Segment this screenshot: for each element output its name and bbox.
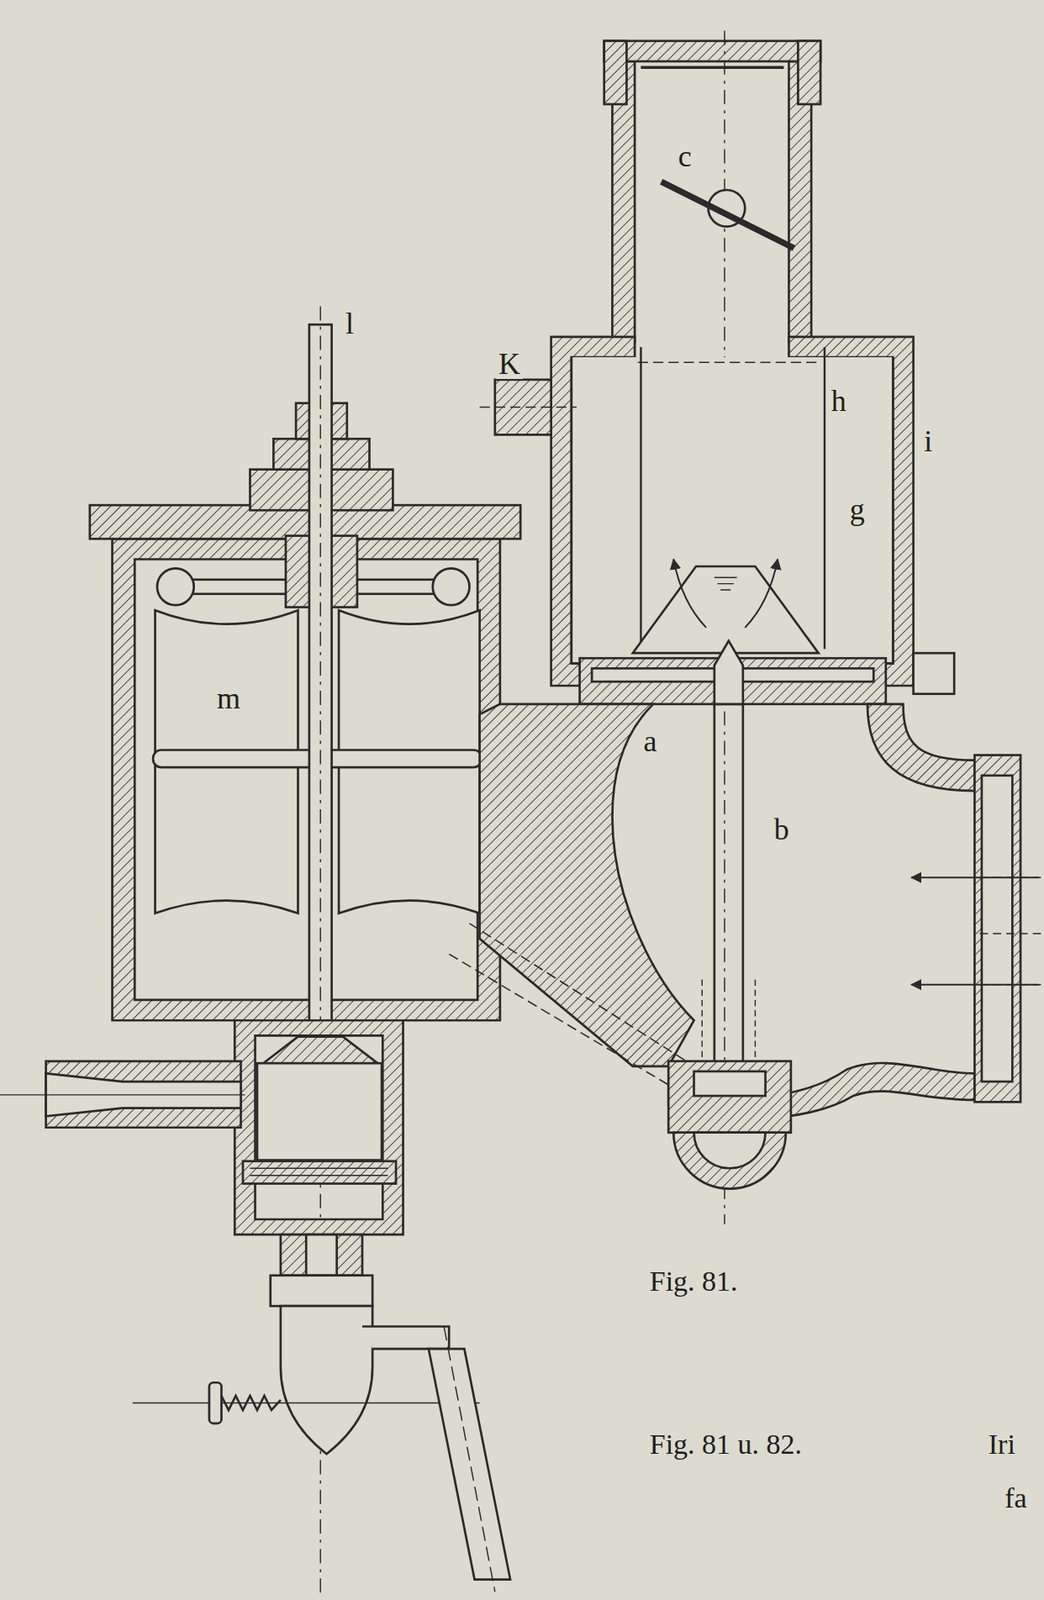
drawing-stroke (673, 1133, 786, 1190)
drawing-stroke (632, 566, 819, 654)
figure-caption: Fig. 81. (647, 1267, 741, 1297)
part-letter: a (640, 726, 660, 757)
drawing-stroke (694, 1133, 766, 1169)
drawing-stroke (571, 357, 893, 664)
tube-wall (639, 347, 642, 649)
drawing-stroke (249, 1168, 388, 1176)
part-letter: h (828, 385, 849, 417)
drawing-stroke (234, 1020, 403, 1235)
drawing-stroke (263, 1037, 378, 1065)
float-chamber (0, 305, 521, 1598)
drawing-stroke (432, 568, 470, 606)
drawing-stroke (913, 653, 955, 695)
drawing-stroke (981, 775, 1013, 1082)
drawing-stroke (661, 181, 795, 248)
drawing-stroke (668, 1061, 791, 1134)
drawing-stroke (640, 65, 784, 69)
drawing-stroke (209, 1382, 222, 1424)
figure-caption: Fig. 81 u. 82. (647, 1430, 805, 1460)
part-letter: b (771, 814, 792, 845)
drawing-stroke (714, 641, 744, 705)
carburetor-body (448, 31, 1041, 1225)
drawing-stroke (911, 876, 1039, 879)
drawing-stroke (797, 41, 821, 105)
drawing (0, 31, 1041, 1598)
part-letter: K (495, 348, 523, 380)
drawing-stroke (744, 558, 778, 628)
drawing-stroke (280, 1234, 363, 1276)
part-letter: l (342, 308, 357, 339)
drawing-stroke (428, 1349, 511, 1580)
part-letter: g (847, 494, 868, 525)
drawing-stroke (0, 1094, 245, 1096)
drawing-stroke (694, 1071, 766, 1097)
part-letter: i (921, 426, 935, 457)
drawing-stroke (974, 755, 1021, 1103)
drawing-stroke (980, 877, 1042, 985)
drawing-stroke (571, 357, 893, 664)
drawing-stroke (132, 1402, 480, 1404)
drawing-stroke (242, 1161, 396, 1185)
figure-caption: Iri (986, 1430, 1018, 1460)
part-letter: m (214, 683, 243, 714)
drawing-stroke (443, 1326, 496, 1593)
drawing-stroke (362, 1326, 449, 1350)
drawing-stroke (305, 1234, 337, 1276)
drawing-stroke (221, 1396, 280, 1411)
drawing-stroke (157, 568, 195, 606)
drawing-stroke (911, 984, 1039, 986)
drawing-stroke (280, 1306, 373, 1455)
drawing-stroke (479, 406, 577, 408)
drawing-stroke (270, 1276, 373, 1307)
drawing-stroke (479, 704, 695, 1067)
drawing-stroke (701, 980, 755, 1062)
drawing-stroke (257, 1063, 382, 1160)
part-letter: c (675, 141, 695, 172)
figure-caption: fa (1001, 1484, 1029, 1514)
drawing-stroke (714, 577, 738, 591)
drawing-stroke (638, 361, 823, 363)
drawing-stroke (867, 704, 975, 791)
drawing-stroke (112, 538, 501, 1021)
drawing-stroke (714, 704, 744, 1062)
drawing-stroke (673, 558, 707, 628)
tube-wall (823, 347, 826, 649)
drawing-stroke (551, 337, 914, 686)
drawing-stroke (604, 41, 628, 105)
drawing-stroke (604, 41, 821, 62)
